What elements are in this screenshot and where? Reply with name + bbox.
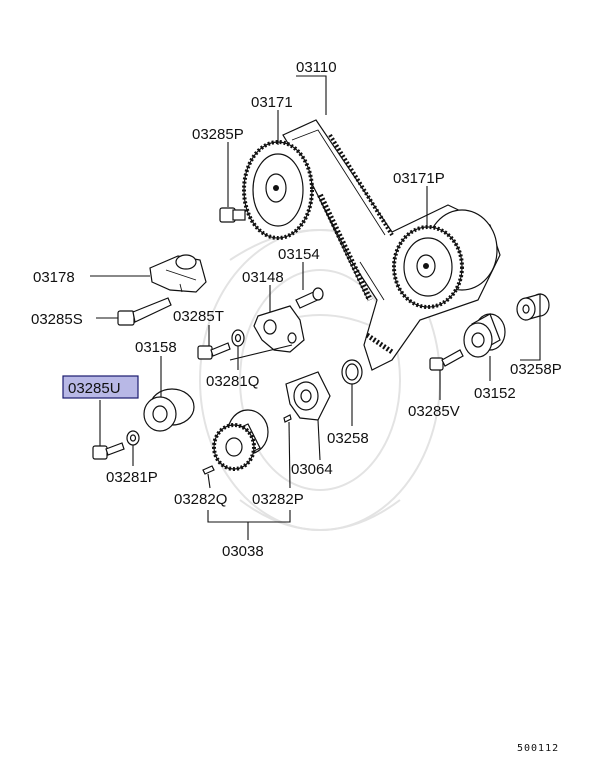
timing-belt <box>282 119 501 371</box>
washer-03258 <box>341 359 363 385</box>
label-03282Q[interactable]: 03282Q <box>174 491 227 508</box>
bolt-03285S <box>117 297 172 326</box>
spacer-03258P <box>516 293 550 321</box>
label-03258P[interactable]: 03258P <box>510 361 562 378</box>
label-03148[interactable]: 03148 <box>242 269 284 286</box>
bolt-03285V <box>429 349 464 371</box>
label-03064[interactable]: 03064 <box>291 461 333 478</box>
label-03038[interactable]: 03038 <box>222 543 264 560</box>
camshaft-sprocket-03171 <box>242 140 314 240</box>
label-03158[interactable]: 03158 <box>135 339 177 356</box>
bracket-03148 <box>253 305 305 353</box>
label-03258[interactable]: 03258 <box>327 430 369 447</box>
bolt-03285T <box>197 342 231 360</box>
label-03282P[interactable]: 03282P <box>252 491 304 508</box>
label-03152[interactable]: 03152 <box>474 385 516 402</box>
label-03285V[interactable]: 03285V <box>408 403 460 420</box>
pulley-03152 <box>463 313 506 358</box>
label-03178[interactable]: 03178 <box>33 269 75 286</box>
part-labels: 03110 03171 03285P 03171P 03154 03178 03… <box>31 59 562 560</box>
tensioner-03178 <box>149 254 207 293</box>
figure-code: 500112 <box>517 743 559 754</box>
washer-03281P <box>126 430 140 446</box>
label-03285U[interactable]: 03285U <box>68 380 121 397</box>
flange-03064 <box>285 371 331 421</box>
label-03285T[interactable]: 03285T <box>173 308 224 325</box>
highlight-box-03285U <box>62 375 139 399</box>
label-03281P[interactable]: 03281P <box>106 469 158 486</box>
bolt-03285U <box>92 442 125 460</box>
bolt-03285P <box>219 207 246 223</box>
camshaft-sprocket-03171P <box>392 209 498 309</box>
key-03282P <box>283 414 292 423</box>
label-03110[interactable]: 03110 <box>296 59 337 76</box>
idler-pulley-03158 <box>143 388 195 432</box>
crank-sprocket-03038 <box>212 409 269 471</box>
key-03282Q <box>202 465 215 475</box>
washer-03281Q <box>231 329 245 347</box>
label-03171P[interactable]: 03171P <box>393 170 445 187</box>
label-03285P[interactable]: 03285P <box>192 126 244 143</box>
leader-lines <box>90 75 541 540</box>
pin-03154 <box>295 287 324 309</box>
label-03281Q[interactable]: 03281Q <box>206 373 259 390</box>
label-03285S[interactable]: 03285S <box>31 311 83 328</box>
label-03154[interactable]: 03154 <box>278 246 320 263</box>
label-03171[interactable]: 03171 <box>251 94 293 111</box>
